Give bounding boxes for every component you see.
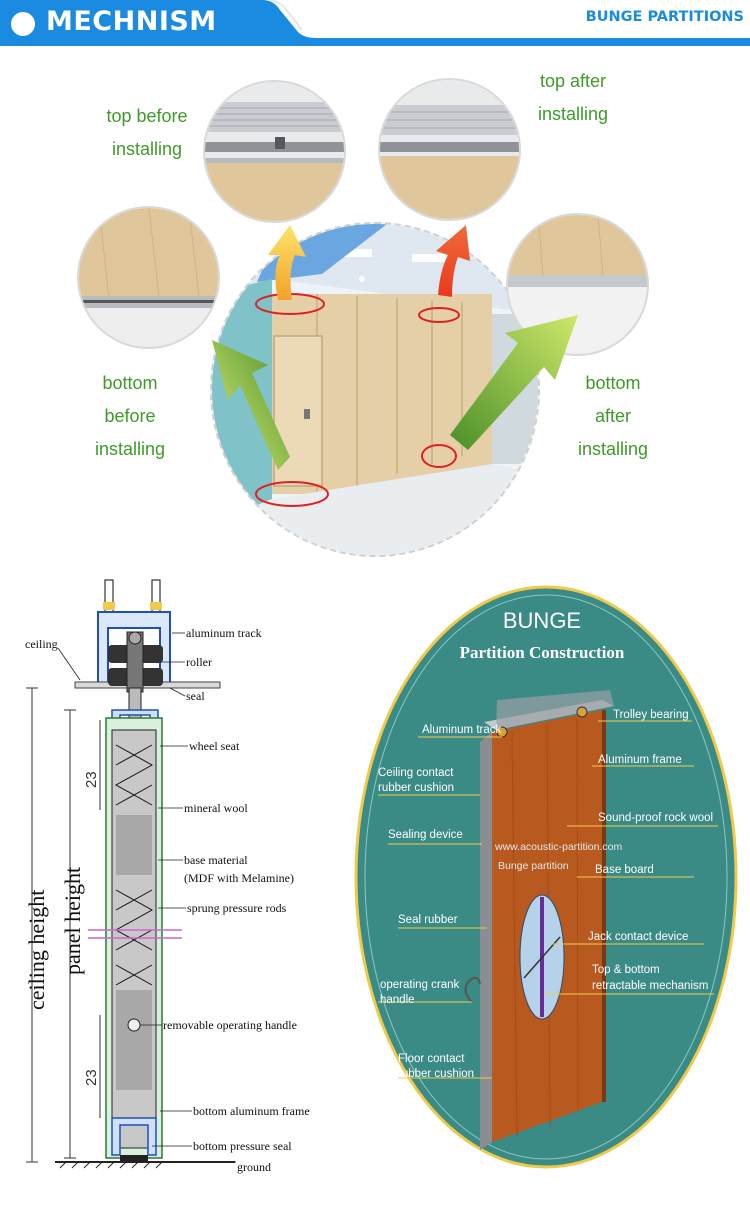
label-bottom-after-line2: after <box>594 406 632 426</box>
pc-label-retractable-2: retractable mechanism <box>592 980 708 992</box>
pc-label-trolley-bearing: Trolley bearing <box>613 709 689 721</box>
header: MECHNISM BUNGE PARTITIONS <box>0 0 750 46</box>
label-ground: ground <box>237 1160 271 1174</box>
label-top-before: top before installing <box>92 100 202 166</box>
photo-bottom-before <box>77 206 220 349</box>
label-top-after-line1: top after <box>539 71 607 91</box>
pc-label-jack-contact: Jack contact device <box>588 931 688 943</box>
label-roller: roller <box>186 655 212 669</box>
label-ceiling: ceiling <box>25 637 58 651</box>
label-top-after-line2: installing <box>537 104 609 124</box>
pc-label-crank-1: operating crank <box>380 979 460 991</box>
pc-label-rock-wool: Sound-proof rock wool <box>598 812 713 824</box>
arrow-bottom-after-icon <box>450 315 578 450</box>
pc-label-retractable-1: Top & bottom <box>592 964 660 976</box>
pc-label-aluminum-track: Aluminum track <box>422 724 501 736</box>
pc-label-ceiling-contact-1: Ceiling contact <box>378 767 454 779</box>
pc-label-sealing-device: Sealing device <box>388 829 463 841</box>
page-title: MECHNISM <box>46 6 217 37</box>
label-top-after: top after installing <box>521 65 625 131</box>
header-dot-icon <box>11 12 35 36</box>
pc-label-floor-contact-1: Floor contact <box>398 1053 465 1065</box>
arrow-bottom-before-icon <box>212 340 290 470</box>
dimension-top: 23 <box>83 771 100 788</box>
label-bottom-after-line1: bottom <box>585 373 641 393</box>
label-seal: seal <box>186 689 205 703</box>
label-bottom-before-line1: bottom <box>102 373 158 393</box>
label-bottom-frame: bottom aluminum frame <box>193 1104 310 1118</box>
pc-label-ceiling-contact-2: rubber cushion <box>378 782 454 794</box>
arrow-top-after-icon <box>436 225 470 297</box>
install-arrows <box>212 225 578 470</box>
dimension-bottom: 23 <box>83 1069 100 1086</box>
pc-label-floor-contact-2: rubber cushion <box>398 1068 474 1080</box>
partition-construction-diagram: BUNGE Partition Construction www.acousti… <box>354 585 738 1169</box>
label-top-before-line1: top before <box>106 106 188 126</box>
label-bottom-seal: bottom pressure seal <box>193 1139 292 1153</box>
header-background <box>0 0 750 46</box>
pc-label-base-board: Base board <box>595 864 654 876</box>
label-aluminum-track: aluminum track <box>186 626 262 640</box>
photo-top-after <box>378 78 521 221</box>
cross-section-drawing: ceiling aluminum track roller seal wheel… <box>24 579 310 1174</box>
label-bottom-before-line3: installing <box>94 439 166 459</box>
label-wheel-seat: wheel seat <box>189 739 240 753</box>
label-mineral-wool: mineral wool <box>184 801 248 815</box>
photo-top-before <box>203 80 346 223</box>
label-base-material: base material <box>184 853 248 867</box>
label-bottom-before: bottom before installing <box>80 367 180 466</box>
label-base-material-note: (MDF with Melamine) <box>184 871 294 885</box>
construction-title: Partition Construction <box>460 643 625 662</box>
label-bottom-after-line3: installing <box>577 439 649 459</box>
pc-label-seal-rubber: Seal rubber <box>398 914 458 926</box>
construction-brand: BUNGE <box>503 608 581 633</box>
brand-name: BUNGE PARTITIONS <box>585 9 744 25</box>
pc-label-crank-2: handle <box>380 994 415 1006</box>
construction-panel-text: Bunge partition <box>498 860 569 872</box>
pc-label-aluminum-frame: Aluminum frame <box>598 754 682 766</box>
label-operating-handle: removable operating handle <box>163 1018 297 1032</box>
label-bottom-after: bottom after installing <box>563 367 663 466</box>
label-bottom-before-line2: before <box>104 406 156 426</box>
arrow-top-before-icon <box>268 225 306 300</box>
construction-url: www.acoustic-partition.com <box>494 841 622 853</box>
label-top-before-line2: installing <box>111 139 183 159</box>
label-panel-height: panel height <box>60 867 85 975</box>
label-ceiling-height: ceiling height <box>24 890 49 1010</box>
label-sprung-rods: sprung pressure rods <box>187 901 287 915</box>
